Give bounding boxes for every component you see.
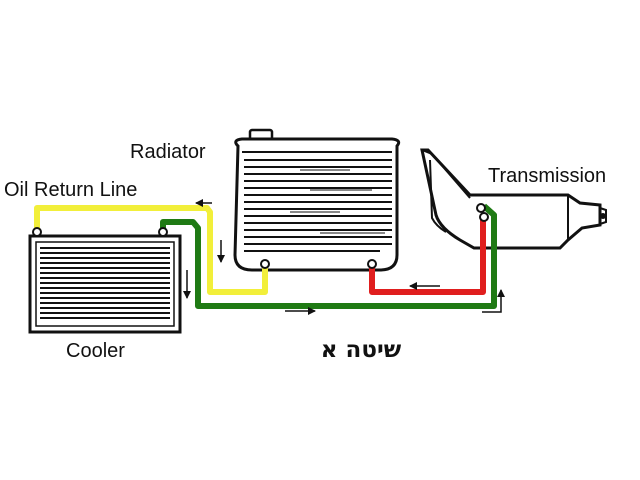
radiator-fins xyxy=(244,159,392,252)
oil-return-line-label: Oil Return Line xyxy=(4,179,137,201)
green-line xyxy=(160,203,497,309)
cooler xyxy=(28,234,182,334)
method-caption: שיטה א xyxy=(321,337,402,363)
transmission-case xyxy=(420,148,602,250)
flow-arrows xyxy=(183,199,505,315)
transmission-label: Transmission xyxy=(488,165,606,187)
cooler-label: Cooler xyxy=(66,340,125,362)
red-line xyxy=(369,216,486,295)
radiator-label: Radiator xyxy=(130,141,206,163)
arrow-up-right xyxy=(482,289,505,313)
fittings xyxy=(32,203,489,269)
transmission xyxy=(420,148,607,250)
yellow-return-line xyxy=(34,205,268,295)
cooler-fins xyxy=(40,247,170,319)
radiator-fin-marks xyxy=(290,169,385,234)
radiator xyxy=(233,128,401,272)
